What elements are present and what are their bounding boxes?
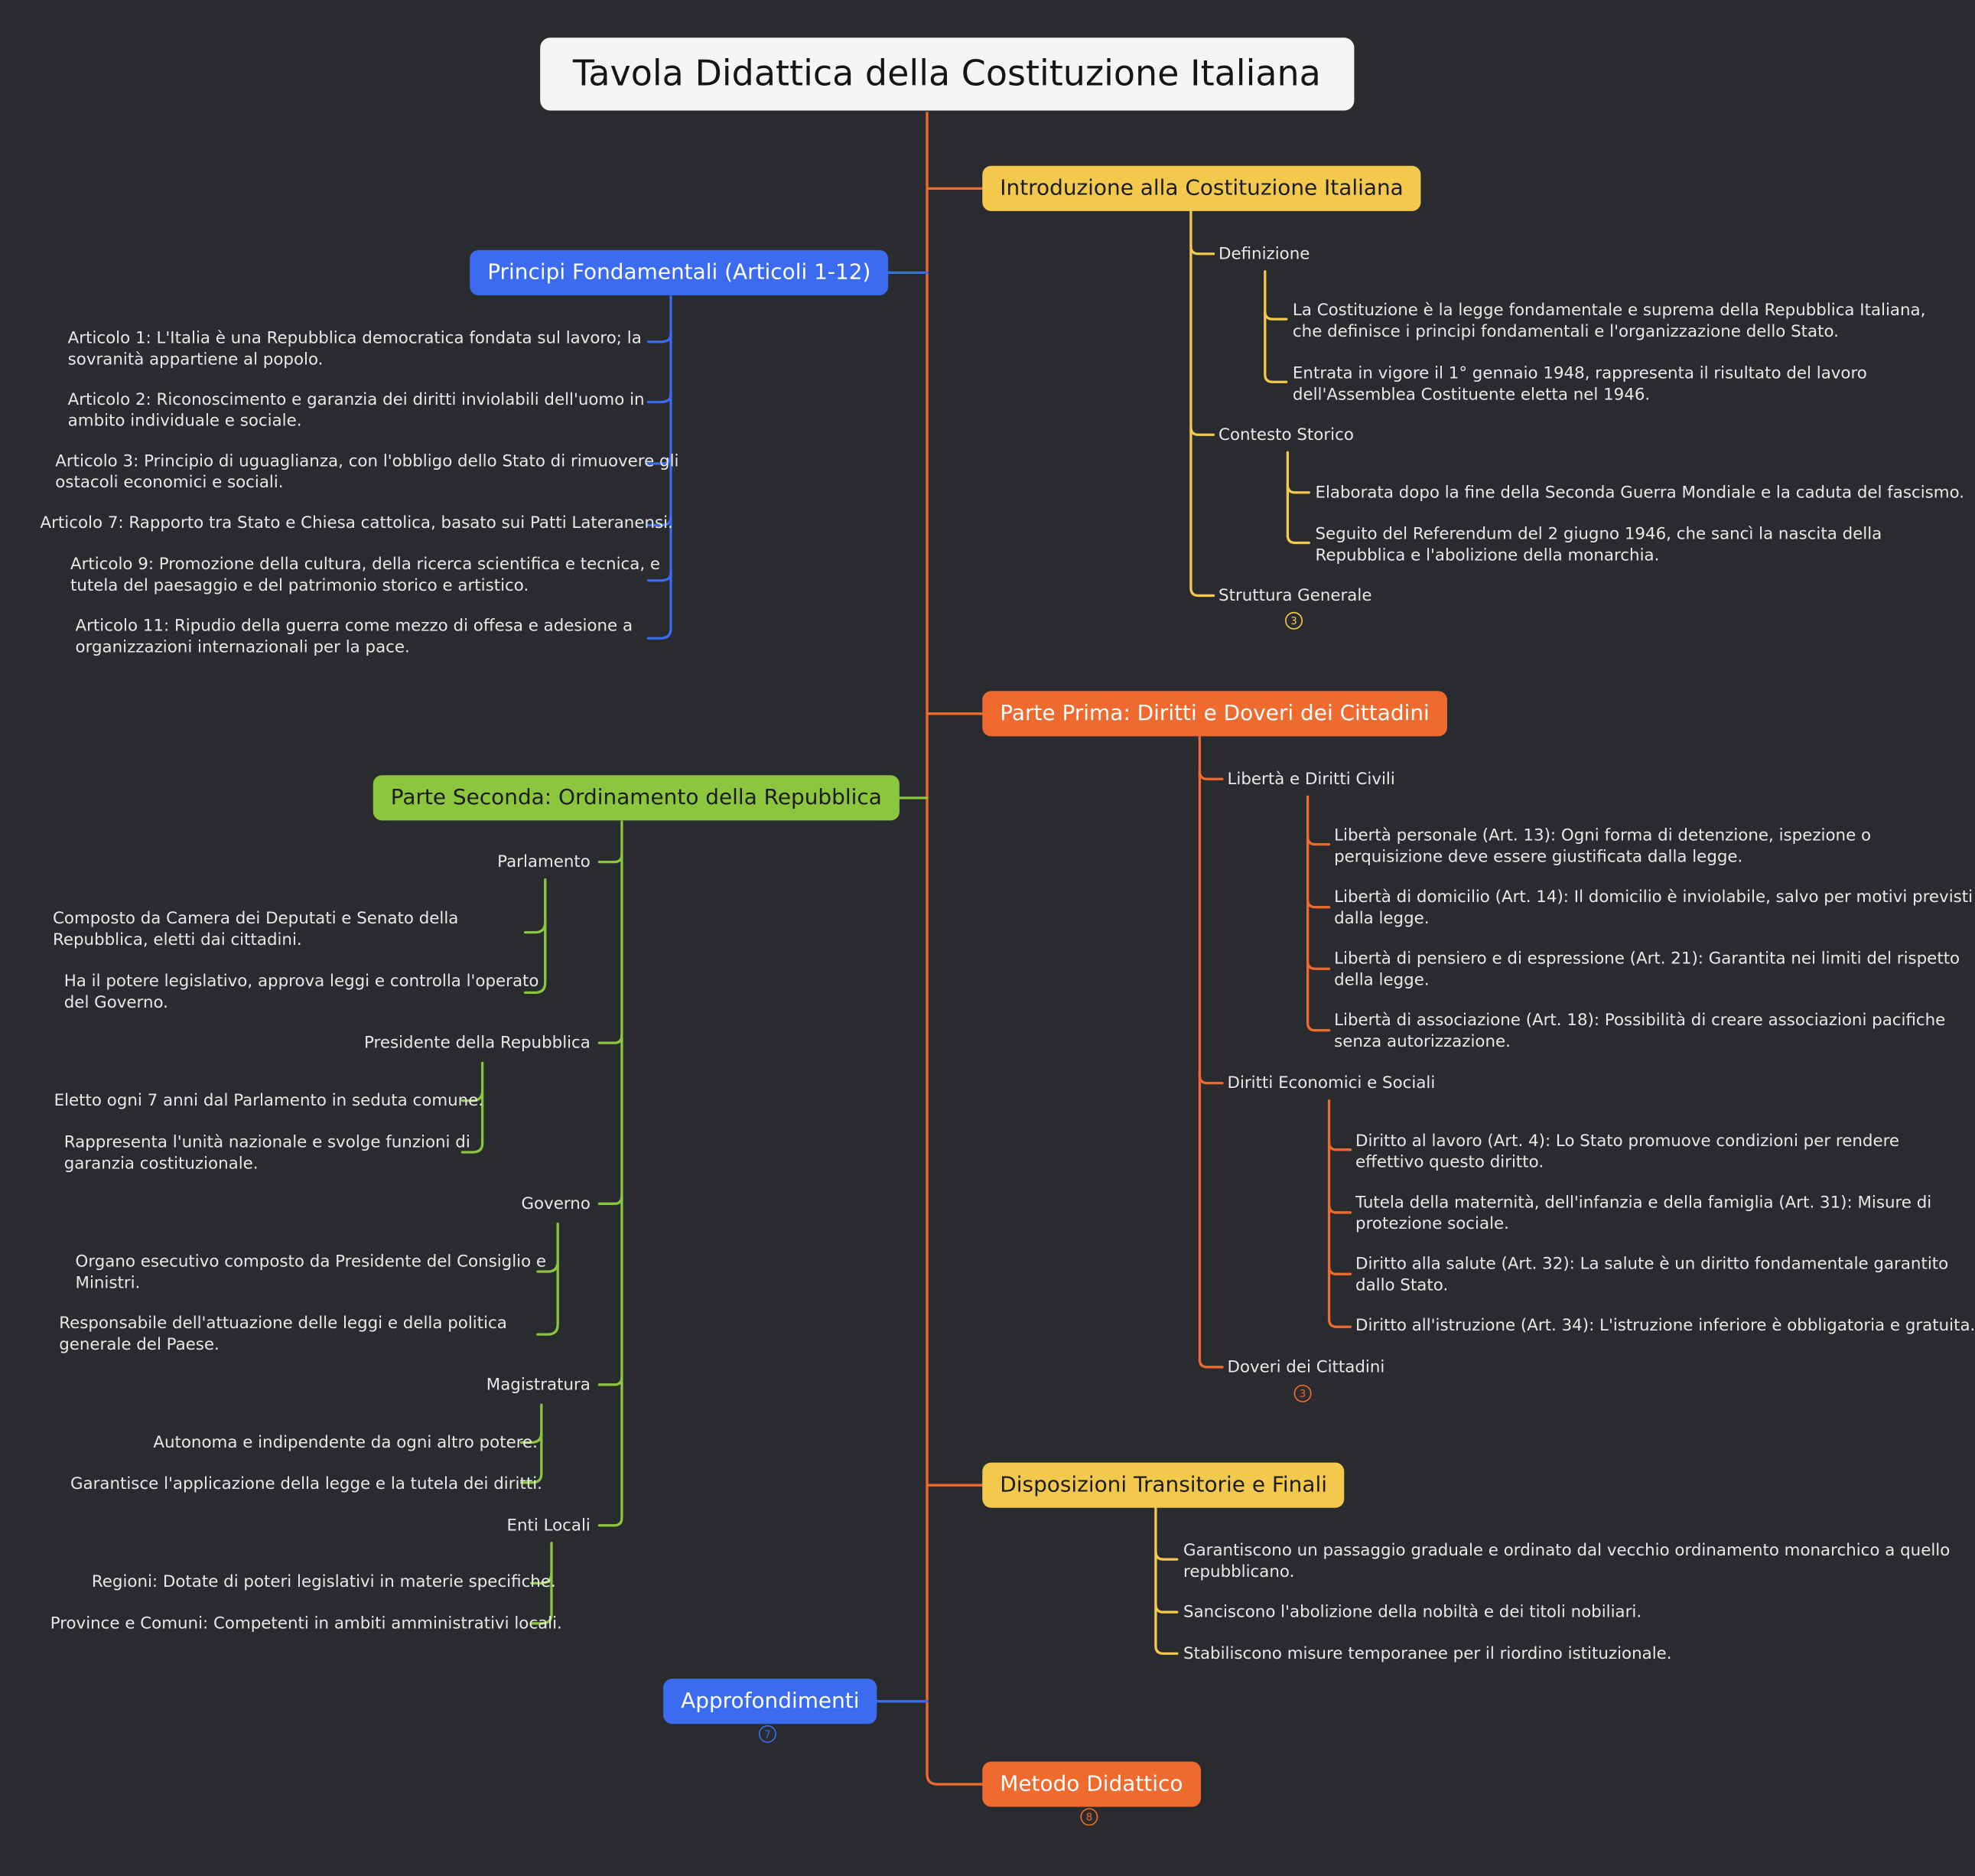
- leaf-parlamento[interactable]: Ha il potere legislativo, approva leggi …: [63, 972, 539, 1013]
- leaf-liberta[interactable]: Libertà personale (Art. 13): Ogni forma …: [1334, 826, 1872, 868]
- connector: [1154, 1603, 1179, 1614]
- connector: [536, 1260, 559, 1273]
- leaf-articolo[interactable]: Articolo 11: Ripudio della guerra come m…: [75, 617, 633, 657]
- connector: [1306, 898, 1331, 909]
- leaf-parlamento[interactable]: Composto da Camera dei Deputati e Senato…: [52, 910, 459, 950]
- connector: [1327, 1141, 1352, 1151]
- connector: [1327, 1265, 1352, 1275]
- leaf-articolo[interactable]: Articolo 1: L'Italia è una Repubblica de…: [67, 329, 642, 370]
- leaf-disposizioni[interactable]: Garantiscono un passaggio graduale e ord…: [1183, 1542, 1951, 1582]
- connector: [1154, 1506, 1179, 1655]
- connector: [519, 1403, 543, 1484]
- leaf-diritti-economici[interactable]: Diritto al lavoro (Art. 4): Lo Stato pro…: [1355, 1132, 1900, 1173]
- connector: [1327, 1099, 1352, 1328]
- leaf-enti-locali[interactable]: Province e Comuni: Competenti in ambiti …: [50, 1614, 562, 1633]
- leaf-contesto[interactable]: Seguito del Referendum del 2 giugno 1946…: [1315, 525, 1882, 566]
- leaf-liberta[interactable]: Libertà di associazione (Art. 18): Possi…: [1334, 1011, 1946, 1052]
- connector: [646, 393, 672, 404]
- connector: [1189, 425, 1215, 436]
- leaf-articolo[interactable]: Articolo 9: Promozione della cultura, de…: [70, 555, 661, 596]
- branch-parte-prima[interactable]: Parte Prima: Diritti e Doveri dei Cittad…: [982, 691, 1447, 737]
- node-enti-locali[interactable]: Enti Locali: [506, 1516, 591, 1536]
- collapsed-count-badge[interactable]: 3: [1285, 611, 1303, 630]
- leaf-governo[interactable]: Responsabile dell'attuazione delle leggi…: [59, 1314, 507, 1355]
- leaf-liberta[interactable]: Libertà di pensiero e di espressione (Ar…: [1334, 949, 1960, 991]
- connector: [597, 1376, 623, 1386]
- connector: [1198, 734, 1224, 1369]
- connector: [1198, 770, 1224, 780]
- connector: [1286, 484, 1310, 494]
- connector: [460, 1061, 484, 1154]
- branch-metodo[interactable]: Metodo Didattico: [982, 1761, 1201, 1807]
- leaf-governo[interactable]: Organo esecutivo composto da Presidente …: [75, 1252, 547, 1293]
- leaf-presidente[interactable]: Rappresenta l'unità nazionale e svolge f…: [63, 1133, 470, 1174]
- connector: [530, 1542, 553, 1625]
- node-governo[interactable]: Governo: [521, 1194, 591, 1214]
- connector: [1306, 795, 1331, 1032]
- leaf-definizione[interactable]: La Costituzione è la legge fondamentale …: [1292, 301, 1926, 342]
- connector: [597, 853, 623, 864]
- leaf-articolo[interactable]: Articolo 2: Riconoscimento e garanzia de…: [67, 390, 645, 432]
- connector: [1154, 1550, 1179, 1561]
- connector: [460, 1089, 484, 1102]
- connector: [597, 1194, 623, 1205]
- leaf-articolo[interactable]: Articolo 3: Principio di uguaglianza, co…: [55, 452, 679, 493]
- connector: [1264, 310, 1288, 321]
- leaf-contesto[interactable]: Elaborata dopo la fine della Seconda Gue…: [1315, 484, 1965, 503]
- branch-approfondimenti[interactable]: Approfondimenti: [663, 1679, 877, 1725]
- node-definizione[interactable]: Definizione: [1219, 245, 1310, 264]
- node-diritti-economici[interactable]: Diritti Economici e Sociali: [1227, 1074, 1436, 1093]
- leaf-magistratura[interactable]: Autonoma e indipendente da ogni altro po…: [153, 1433, 538, 1453]
- collapsed-count-badge[interactable]: 3: [1293, 1384, 1312, 1402]
- leaf-enti-locali[interactable]: Regioni: Dotate di poteri legislativi in…: [91, 1573, 556, 1592]
- connector: [523, 878, 547, 995]
- leaf-disposizioni[interactable]: Sanciscono l'abolizione della nobiltà e …: [1183, 1603, 1642, 1623]
- leaf-articolo[interactable]: Articolo 7: Rapporto tra Stato e Chiesa …: [40, 513, 673, 533]
- connector: [646, 295, 672, 640]
- connector: [646, 516, 672, 527]
- node-presidente[interactable]: Presidente della Repubblica: [364, 1034, 591, 1054]
- connector: [646, 333, 672, 344]
- branch-disposizioni[interactable]: Disposizioni Transitorie e Finali: [982, 1462, 1345, 1508]
- connector: [1327, 1203, 1352, 1214]
- connector: [646, 454, 672, 465]
- collapsed-count-badge[interactable]: 8: [1080, 1808, 1098, 1826]
- root-title[interactable]: Tavola Didattica della Costituzione Ital…: [540, 37, 1354, 111]
- branch-introduzione[interactable]: Introduzione alla Costituzione Italiana: [982, 165, 1421, 211]
- connector: [523, 920, 547, 934]
- connector: [1189, 245, 1215, 256]
- leaf-diritti-economici[interactable]: Tutela della maternità, dell'infanzia e …: [1355, 1194, 1932, 1234]
- leaf-definizione[interactable]: Entrata in vigore il 1° gennaio 1948, ra…: [1292, 364, 1867, 405]
- node-parlamento[interactable]: Parlamento: [497, 853, 591, 872]
- node-contesto-storico[interactable]: Contesto Storico: [1219, 425, 1354, 445]
- node-struttura-generale[interactable]: Struttura Generale: [1219, 586, 1372, 606]
- node-liberta-diritti-civili[interactable]: Libertà e Diritti Civili: [1227, 770, 1395, 790]
- trunk-line: [926, 112, 984, 1786]
- connector: [597, 820, 623, 1527]
- connector: [1189, 210, 1215, 598]
- leaf-liberta[interactable]: Libertà di domicilio (Art. 14): Il domic…: [1334, 888, 1973, 929]
- branch-principi[interactable]: Principi Fondamentali (Articoli 1-12): [470, 249, 889, 295]
- connector: [530, 1571, 553, 1585]
- node-magistratura[interactable]: Magistratura: [486, 1376, 591, 1395]
- leaf-diritti-economici[interactable]: Diritto all'istruzione (Art. 34): L'istr…: [1355, 1317, 1975, 1336]
- connector: [536, 1222, 559, 1336]
- connector: [519, 1431, 543, 1444]
- connector: [646, 572, 672, 582]
- connector: [1286, 451, 1310, 545]
- connector: [1306, 835, 1331, 846]
- connector: [1306, 959, 1331, 970]
- connector: [1198, 1074, 1224, 1085]
- connector: [1264, 270, 1288, 383]
- branch-parte-seconda[interactable]: Parte Seconda: Ordinamento della Repubbl…: [373, 775, 900, 821]
- leaf-presidente[interactable]: Eletto ogni 7 anni dal Parlamento in sed…: [54, 1092, 484, 1111]
- leaf-magistratura[interactable]: Garantisce l'applicazione della legge e …: [70, 1475, 542, 1494]
- collapsed-count-badge[interactable]: 7: [758, 1725, 776, 1743]
- leaf-diritti-economici[interactable]: Diritto alla salute (Art. 32): La salute…: [1355, 1255, 1949, 1296]
- leaf-disposizioni[interactable]: Stabiliscono misure temporanee per il ri…: [1183, 1644, 1672, 1664]
- connector: [597, 1034, 623, 1044]
- node-doveri-cittadini[interactable]: Doveri dei Cittadini: [1227, 1358, 1385, 1377]
